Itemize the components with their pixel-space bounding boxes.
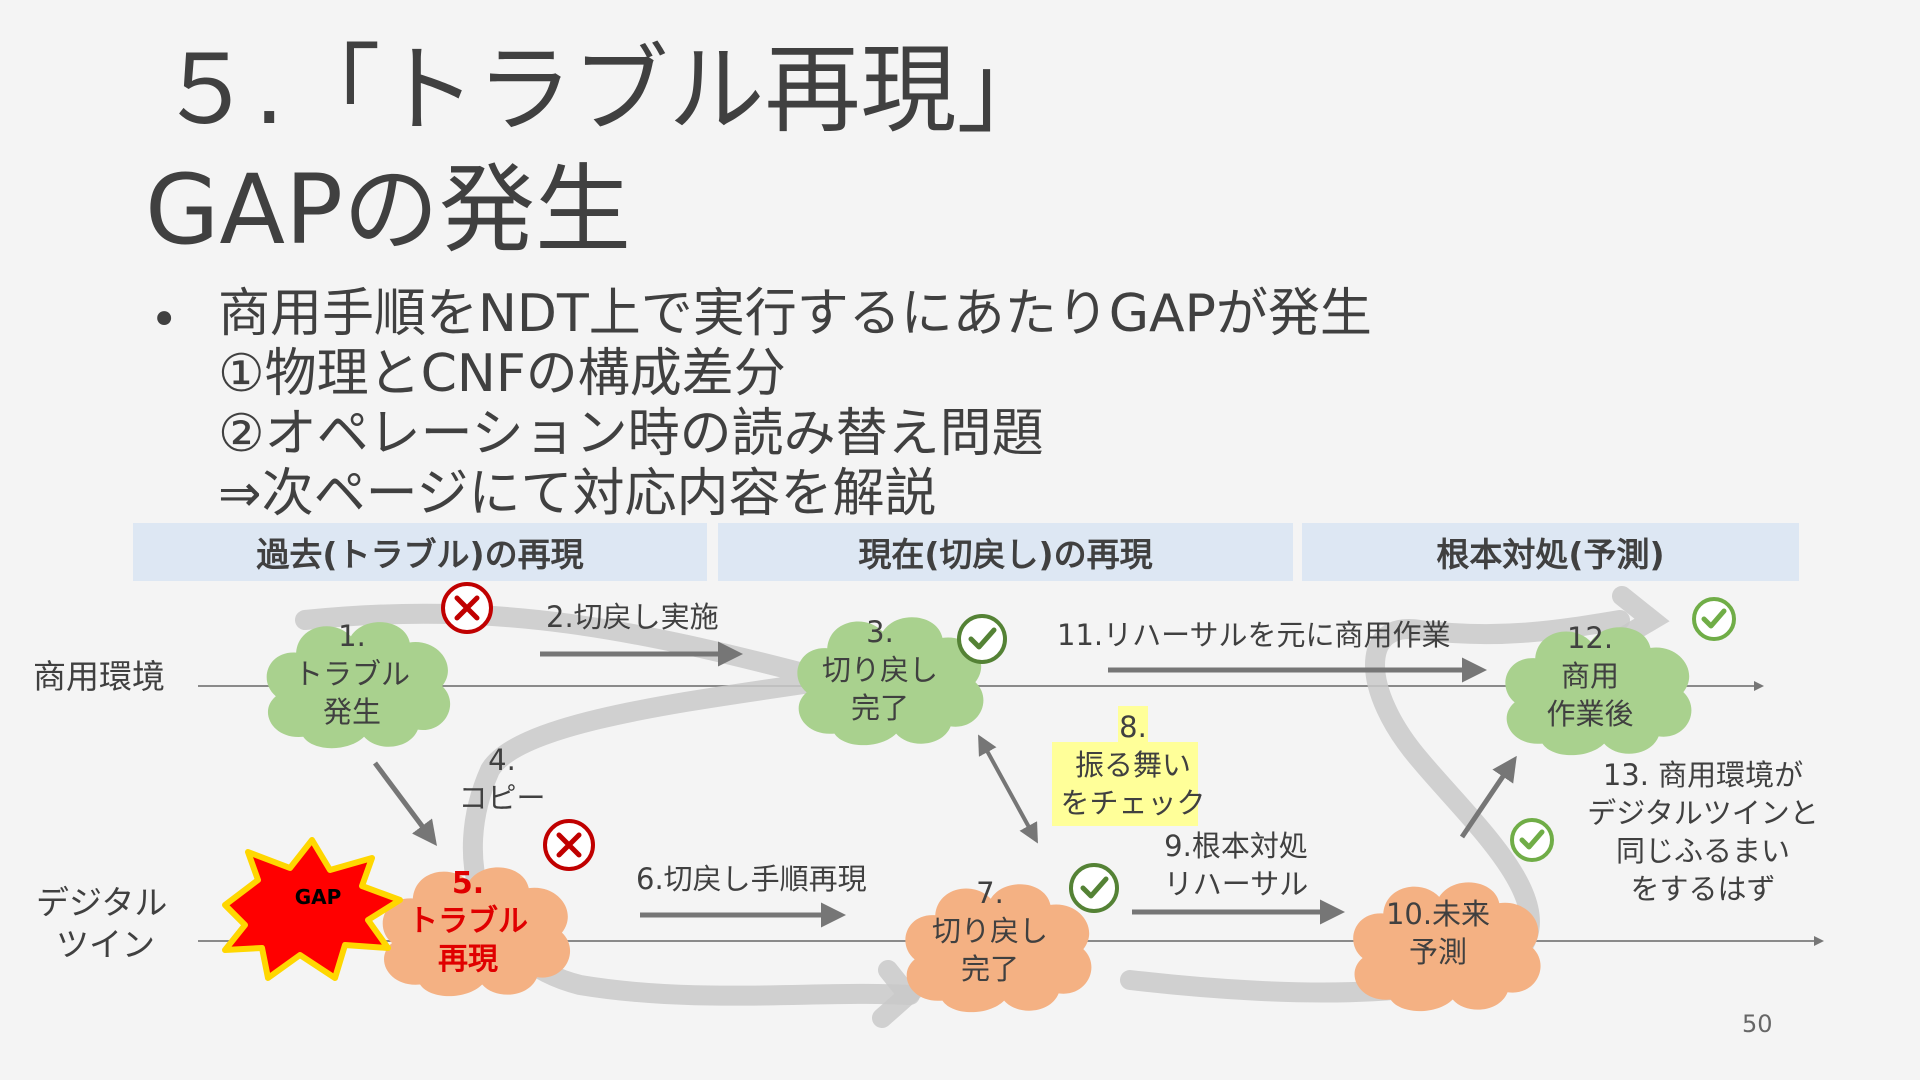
bullet-text: 商用手順をNDT上で実行するにあたりGAPが発生 ①物理とCNFの構成差分 ②オ… [218, 284, 1372, 524]
gap-burst [222, 837, 403, 981]
bullet-line: ②オペレーション時の読み替え問題 [218, 404, 1044, 464]
check-icon [1069, 863, 1119, 913]
edge-13-label: 13. 商用環境がデジタルツインと同じふるまいをするはず [1587, 758, 1818, 906]
step-8-highlight [1118, 706, 1148, 744]
edge-4-label: 4.コピー [458, 743, 545, 815]
check-icon [1692, 597, 1736, 641]
row-label-digital-twin-line1: デジタル [36, 883, 168, 922]
gap-label: GAP [295, 885, 342, 909]
row-label-digital-twin-line2: ツイン [56, 925, 155, 964]
row-label-commercial: 商用環境 [33, 657, 165, 696]
cross-icon [543, 819, 595, 871]
phase-header-present: 現在(切戻し)の再現 [718, 523, 1293, 581]
node-1-label: 1.トラブル発生 [294, 619, 410, 729]
arrow-8 [978, 734, 1038, 844]
bullet-line: ⇒次ページにて対応内容を解説 [218, 464, 937, 524]
phase-header-past: 過去(トラブル)の再現 [133, 523, 707, 581]
edge-8-label: 8.振る舞いをチェック [1060, 710, 1205, 820]
edge-11-label: 11.リハーサルを元に商用作業 [1057, 618, 1451, 652]
node-10-label: 10.未来予測 [1386, 897, 1490, 969]
slide-title-line2: GAPの発生 [145, 154, 631, 266]
check-icon [1510, 818, 1554, 862]
arrow-4 [372, 761, 437, 847]
phase-header-root-fix: 根本対処(予測) [1302, 523, 1799, 581]
node-7-label: 7.切り戻し完了 [932, 876, 1048, 986]
cross-icon [441, 582, 493, 634]
bullet-marker: • [150, 292, 179, 348]
node-5-label: 5.トラブル再現 [408, 866, 528, 977]
edge-2-label: 2.切戻し実施 [546, 600, 719, 634]
edge-9-label: 9.根本対処リハーサル [1164, 829, 1308, 901]
slide-title-line1: ５.「トラブル再現」 [158, 34, 1053, 146]
bullet-line: 商用手順をNDT上で実行するにあたりGAPが発生 [218, 284, 1372, 344]
node-12-label: 12.商用作業後 [1546, 621, 1633, 731]
bullet-line: ①物理とCNFの構成差分 [218, 344, 786, 404]
step-8-highlight [1052, 742, 1198, 826]
page-number: 50 [1742, 1010, 1773, 1038]
check-icon [957, 614, 1007, 664]
node-3-label: 3.切り戻し完了 [822, 615, 938, 725]
arrow-13 [1459, 755, 1517, 839]
edge-6-label: 6.切戻し手順再現 [636, 862, 867, 896]
